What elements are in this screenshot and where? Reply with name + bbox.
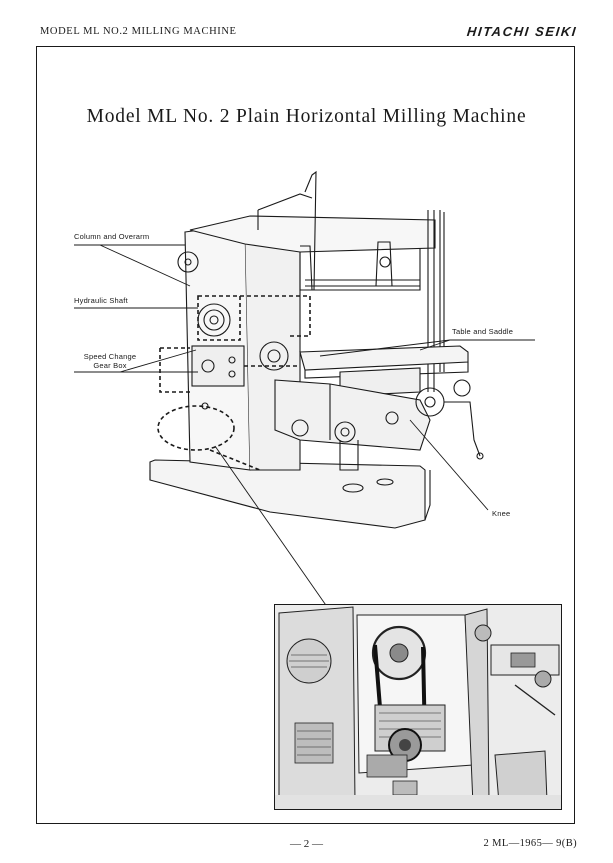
callout-hydraulic-shaft: Hydraulic Shaft bbox=[74, 296, 128, 305]
callout-column-overarm: Column and Overarm bbox=[74, 232, 150, 241]
callout-speed-change-gear-box: Speed Change Gear Box bbox=[74, 352, 146, 370]
document-code: 2 ML—1965— 9(B) bbox=[483, 838, 577, 849]
page-title: Model ML No. 2 Plain Horizontal Milling … bbox=[86, 106, 527, 127]
callout-knee: Knee bbox=[492, 509, 511, 518]
page-number: — 2 — bbox=[290, 838, 323, 850]
page-frame bbox=[36, 46, 575, 824]
running-header: MODEL ML NO.2 MILLING MACHINE bbox=[40, 26, 237, 37]
callout-speed-change-line1: Speed Change bbox=[83, 352, 137, 361]
inset-photo-motor-drive bbox=[274, 604, 562, 810]
callout-table-saddle: Table and Saddle bbox=[452, 327, 514, 336]
motor-belt-drive-drawing bbox=[275, 605, 561, 809]
callout-speed-change-line2: Gear Box bbox=[93, 361, 127, 370]
